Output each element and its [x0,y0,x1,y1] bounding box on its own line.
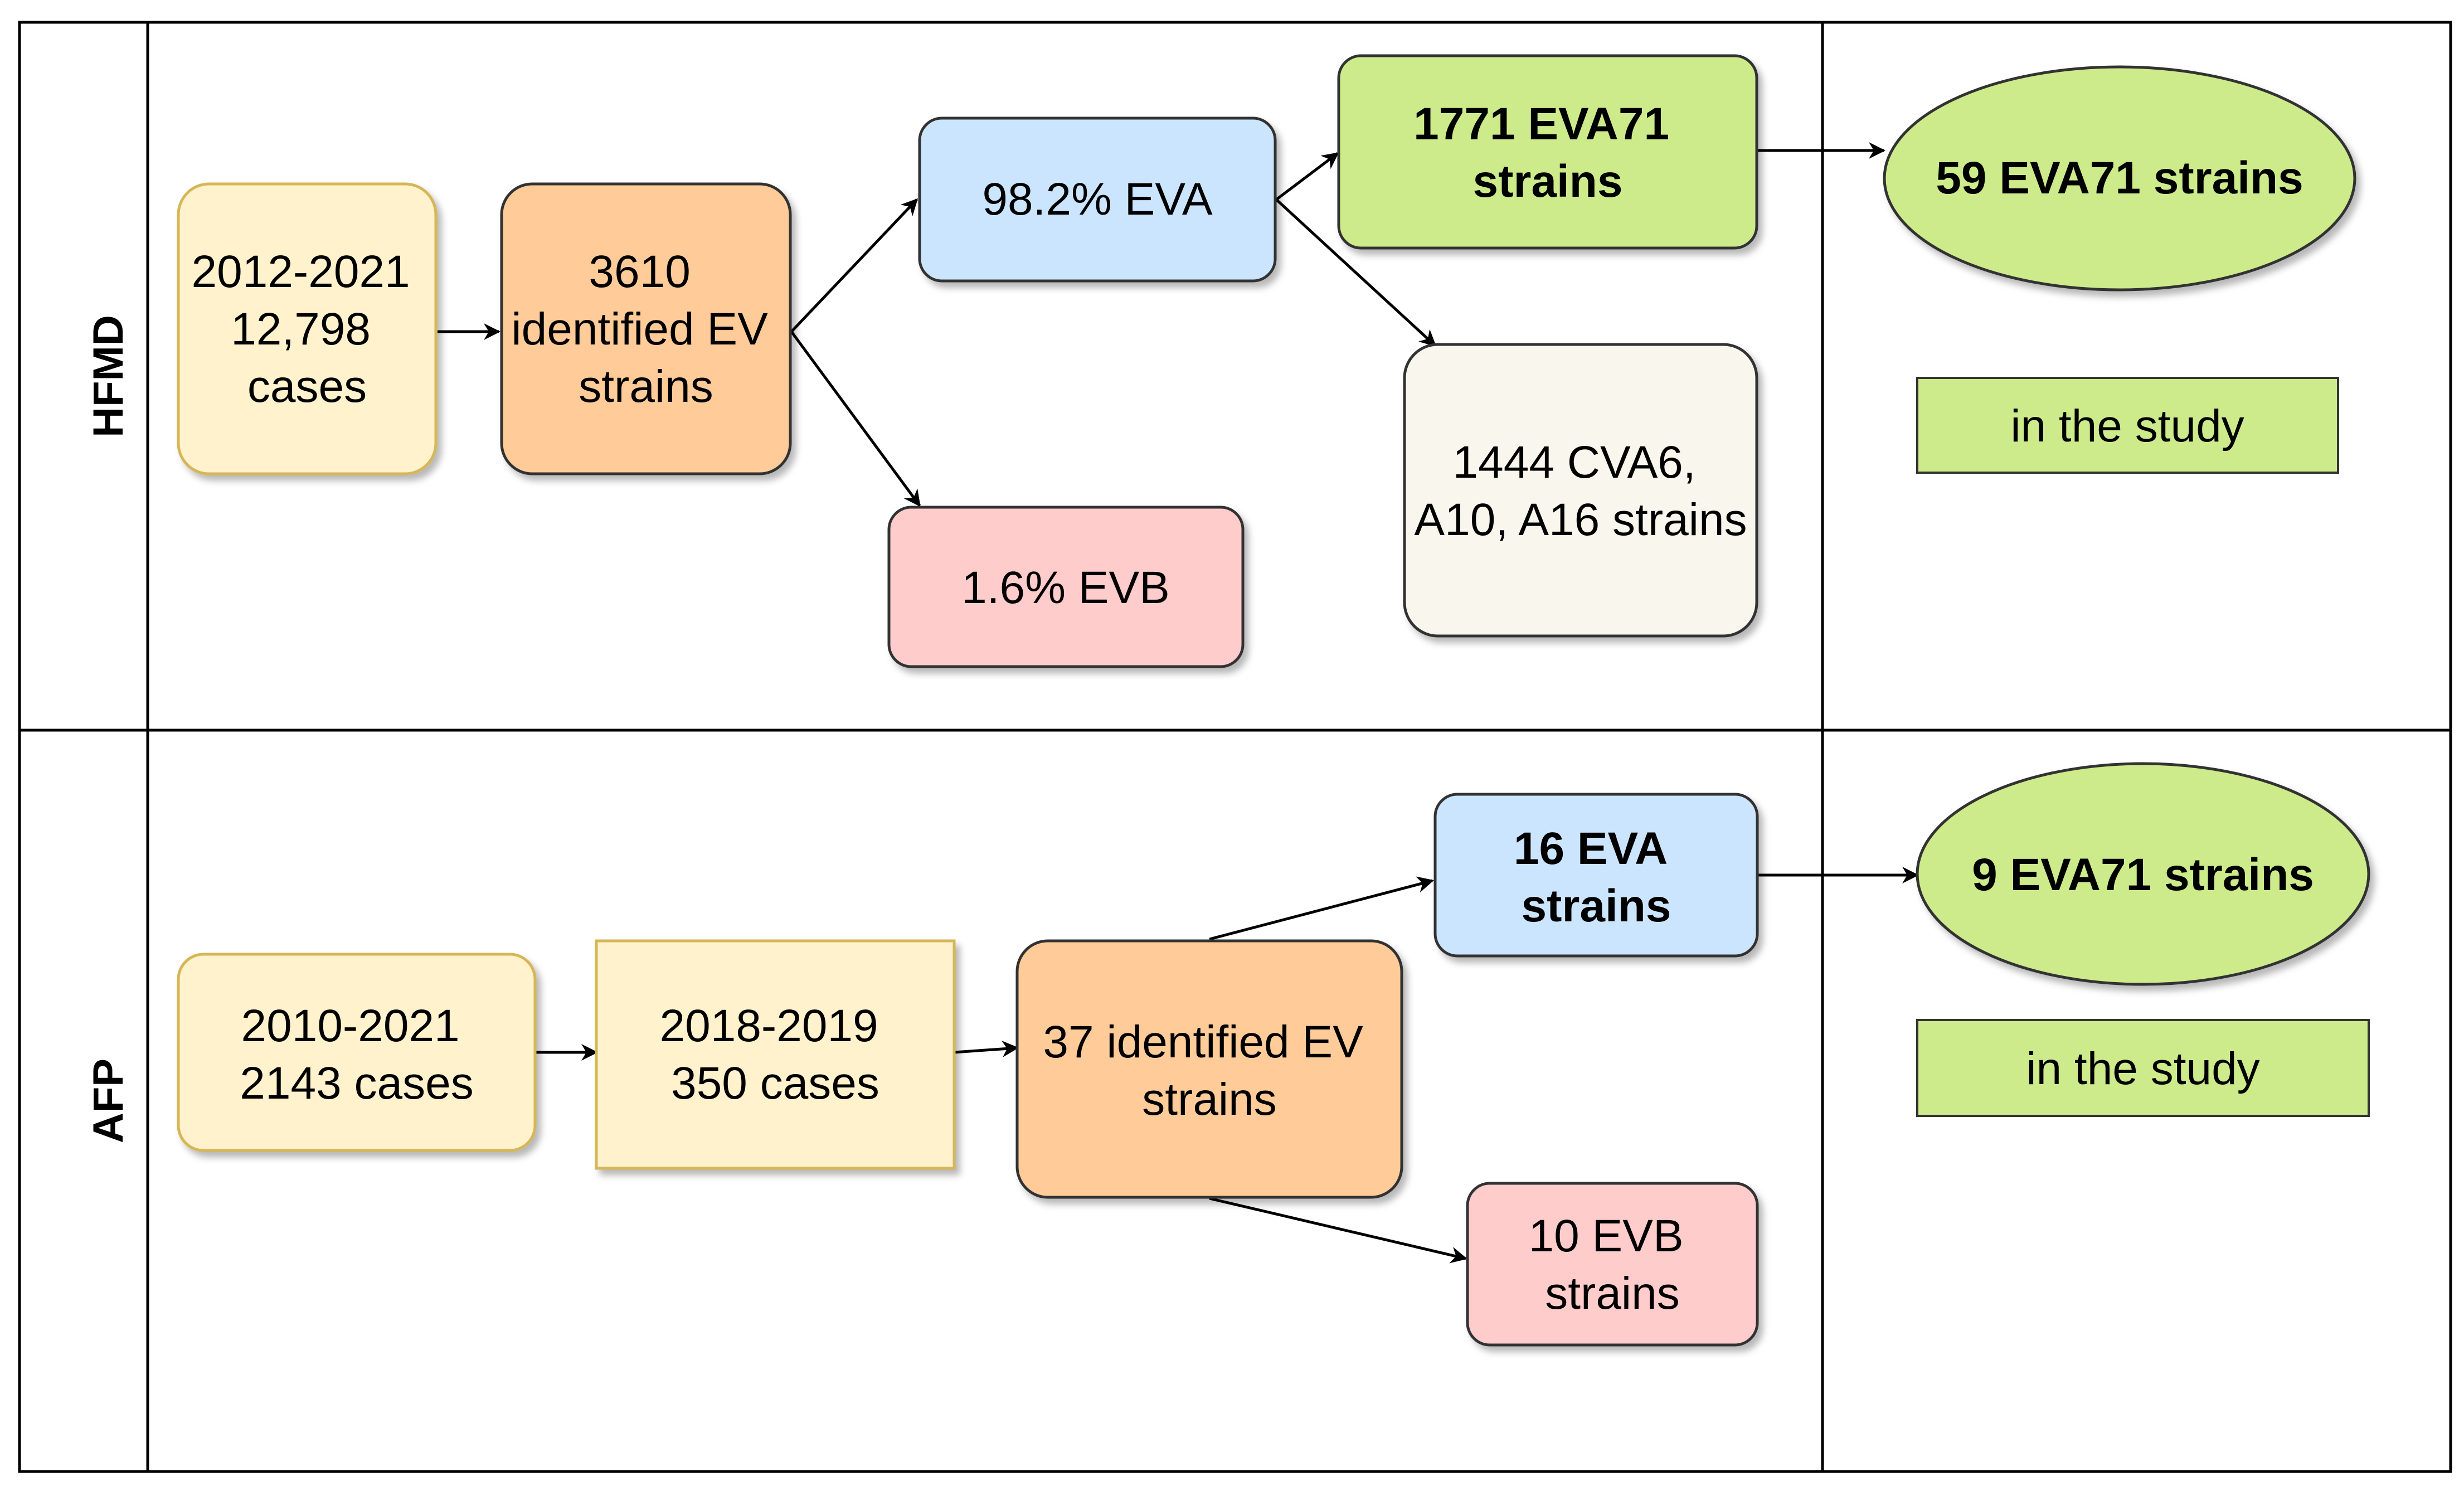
afp-cases-line-2: 2143 cases [240,1058,473,1109]
afp-evb-node: 10 EVB strains [1466,1182,1759,1347]
svg-text:2012-2021 12,798: 2012-2021 12,798 cases [192,246,423,412]
svg-text:9 EVA71 strains: 9 EVA71 strains [1972,849,2314,900]
afp-subset-box [595,939,956,1170]
hfmd-study-result-node: 59 EVA71 strains [1883,65,2356,292]
afp-study-label-node: in the study [1916,1019,2370,1117]
arrow-afp-identified-to-eva [1209,876,1434,941]
hfmd-cases-box [177,182,438,475]
hfmd-study-label-node: in the study [1916,377,2339,474]
arrow-hfmd-eva-to-eva71 [1275,152,1339,201]
hfmd-study-ellipse [1883,65,2356,292]
hfmd-cva-line-2: A10, A16 strains [1414,494,1747,545]
svg-text:10 EVB strains: 10 EVB strains [1529,1211,1697,1319]
afp-eva-line-1: 16 EVA [1514,823,1667,874]
hfmd-identified-line-3: strains [579,361,713,412]
afp-evb-line-1: 10 EVB [1529,1211,1684,1261]
svg-text:2018-2019 350 cases: 2018-2019 350 cases [660,1001,891,1109]
hfmd-identified-node: 3610 identified EV strains [500,182,792,475]
afp-cases-box [177,953,537,1152]
hfmd-evb-node: 1.6% EVB [887,506,1245,668]
svg-text:37 identified EV strai: 37 identified EV strains [1043,1017,1376,1125]
hfmd-eva71-box [1337,54,1758,250]
afp-eva-node: 16 EVA strains [1433,793,1759,958]
svg-text:1444 CVA6, A10, A16 st: 1444 CVA6, A10, A16 strains [1414,437,1747,545]
hfmd-evb-label: 1.6% EVB [961,562,1170,613]
hfmd-cases-line-3: cases [247,361,367,412]
afp-subset-node: 2018-2019 350 cases [595,939,956,1170]
arrow-hfmd-identified-to-eva [790,198,918,333]
afp-identified-box [1015,939,1403,1199]
afp-study-ellipse [1916,762,2370,986]
hfmd-eva71-line-1: 1771 EVA71 [1413,99,1669,149]
svg-text:2010-2021 2143 cases: 2010-2021 2143 cases [240,1001,473,1109]
afp-study-result-label: 9 EVA71 strains [1972,849,2314,900]
hfmd-cva-node: 1444 CVA6, A10, A16 strains [1403,343,1758,638]
afp-cases-node: 2010-2021 2143 cases [177,953,537,1152]
svg-text:98.2% EVA: 98.2% EVA [982,174,1213,225]
arrow-hfmd-eva-to-cva [1275,198,1437,347]
afp-subset-line-1: 2018-2019 [660,1001,878,1051]
hfmd-eva71-node: 1771 EVA71 strains [1337,54,1758,250]
hfmd-cva-line-1: 1444 CVA6, [1453,437,1696,488]
hfmd-eva71-line-2: strains [1473,156,1623,207]
afp-identified-line-1: 37 identified EV [1043,1017,1363,1067]
afp-evb-line-2: strains [1545,1268,1680,1319]
hfmd-cases-line-1: 2012-2021 [192,246,410,297]
hfmd-eva-label: 98.2% EVA [982,174,1213,225]
arrow-afp-identified-to-evb [1209,1197,1467,1264]
afp-evb-box [1466,1182,1759,1347]
lane-title-hfmd: HFMD [85,315,132,438]
svg-text:in the study: in the study [2026,1043,2259,1094]
afp-identified-line-2: strains [1142,1074,1277,1125]
hfmd-eva-box [918,116,1277,283]
hfmd-identified-line-1: 3610 [589,246,690,297]
hfmd-study-label-text: in the study [2010,401,2244,451]
svg-text:1.6% EVB: 1.6% EVB [961,562,1170,613]
lane-title-afp: AFP [85,1058,132,1143]
hfmd-identified-box [500,182,792,475]
hfmd-cases-line-2: 12,798 [231,304,371,354]
outer-border [18,21,2452,1473]
afp-eva-line-2: strains [1522,881,1671,931]
hfmd-cases-node: 2012-2021 12,798 cases [177,182,438,475]
afp-eva-box [1433,793,1759,958]
hfmd-evb-box [887,506,1245,668]
hfmd-study-result-label: 59 EVA71 strains [1936,153,2303,203]
svg-text:16 EVA strains: 16 EVA strains [1514,823,1679,931]
arrow-afp-subset-to-identified [954,1040,1019,1057]
svg-text:59 EVA71 strains: 59 EVA71 strains [1936,153,2303,203]
afp-study-label-text: in the study [2026,1043,2259,1094]
hfmd-identified-line-2: identified EV [511,304,768,354]
afp-cases-line-1: 2010-2021 [241,1001,460,1051]
svg-text:in the study: in the study [2010,401,2244,451]
afp-study-result-node: 9 EVA71 strains [1916,762,2370,986]
swimlane-frame [18,21,2452,1473]
hfmd-cva-box [1403,343,1758,638]
svg-text:3610 identified EV: 3610 identified EV strains [511,246,780,412]
afp-identified-node: 37 identified EV strains [1015,939,1403,1199]
connectors [438,142,1919,1264]
afp-study-label-box [1916,1019,2370,1117]
hfmd-study-label-box [1916,377,2339,474]
afp-subset-line-2: 350 cases [671,1058,879,1109]
svg-text:1771 EVA71 strains: 1771 EVA71 strains [1413,99,1682,207]
hfmd-eva-node: 98.2% EVA [918,116,1277,283]
arrow-hfmd-identified-to-evb [790,331,921,507]
